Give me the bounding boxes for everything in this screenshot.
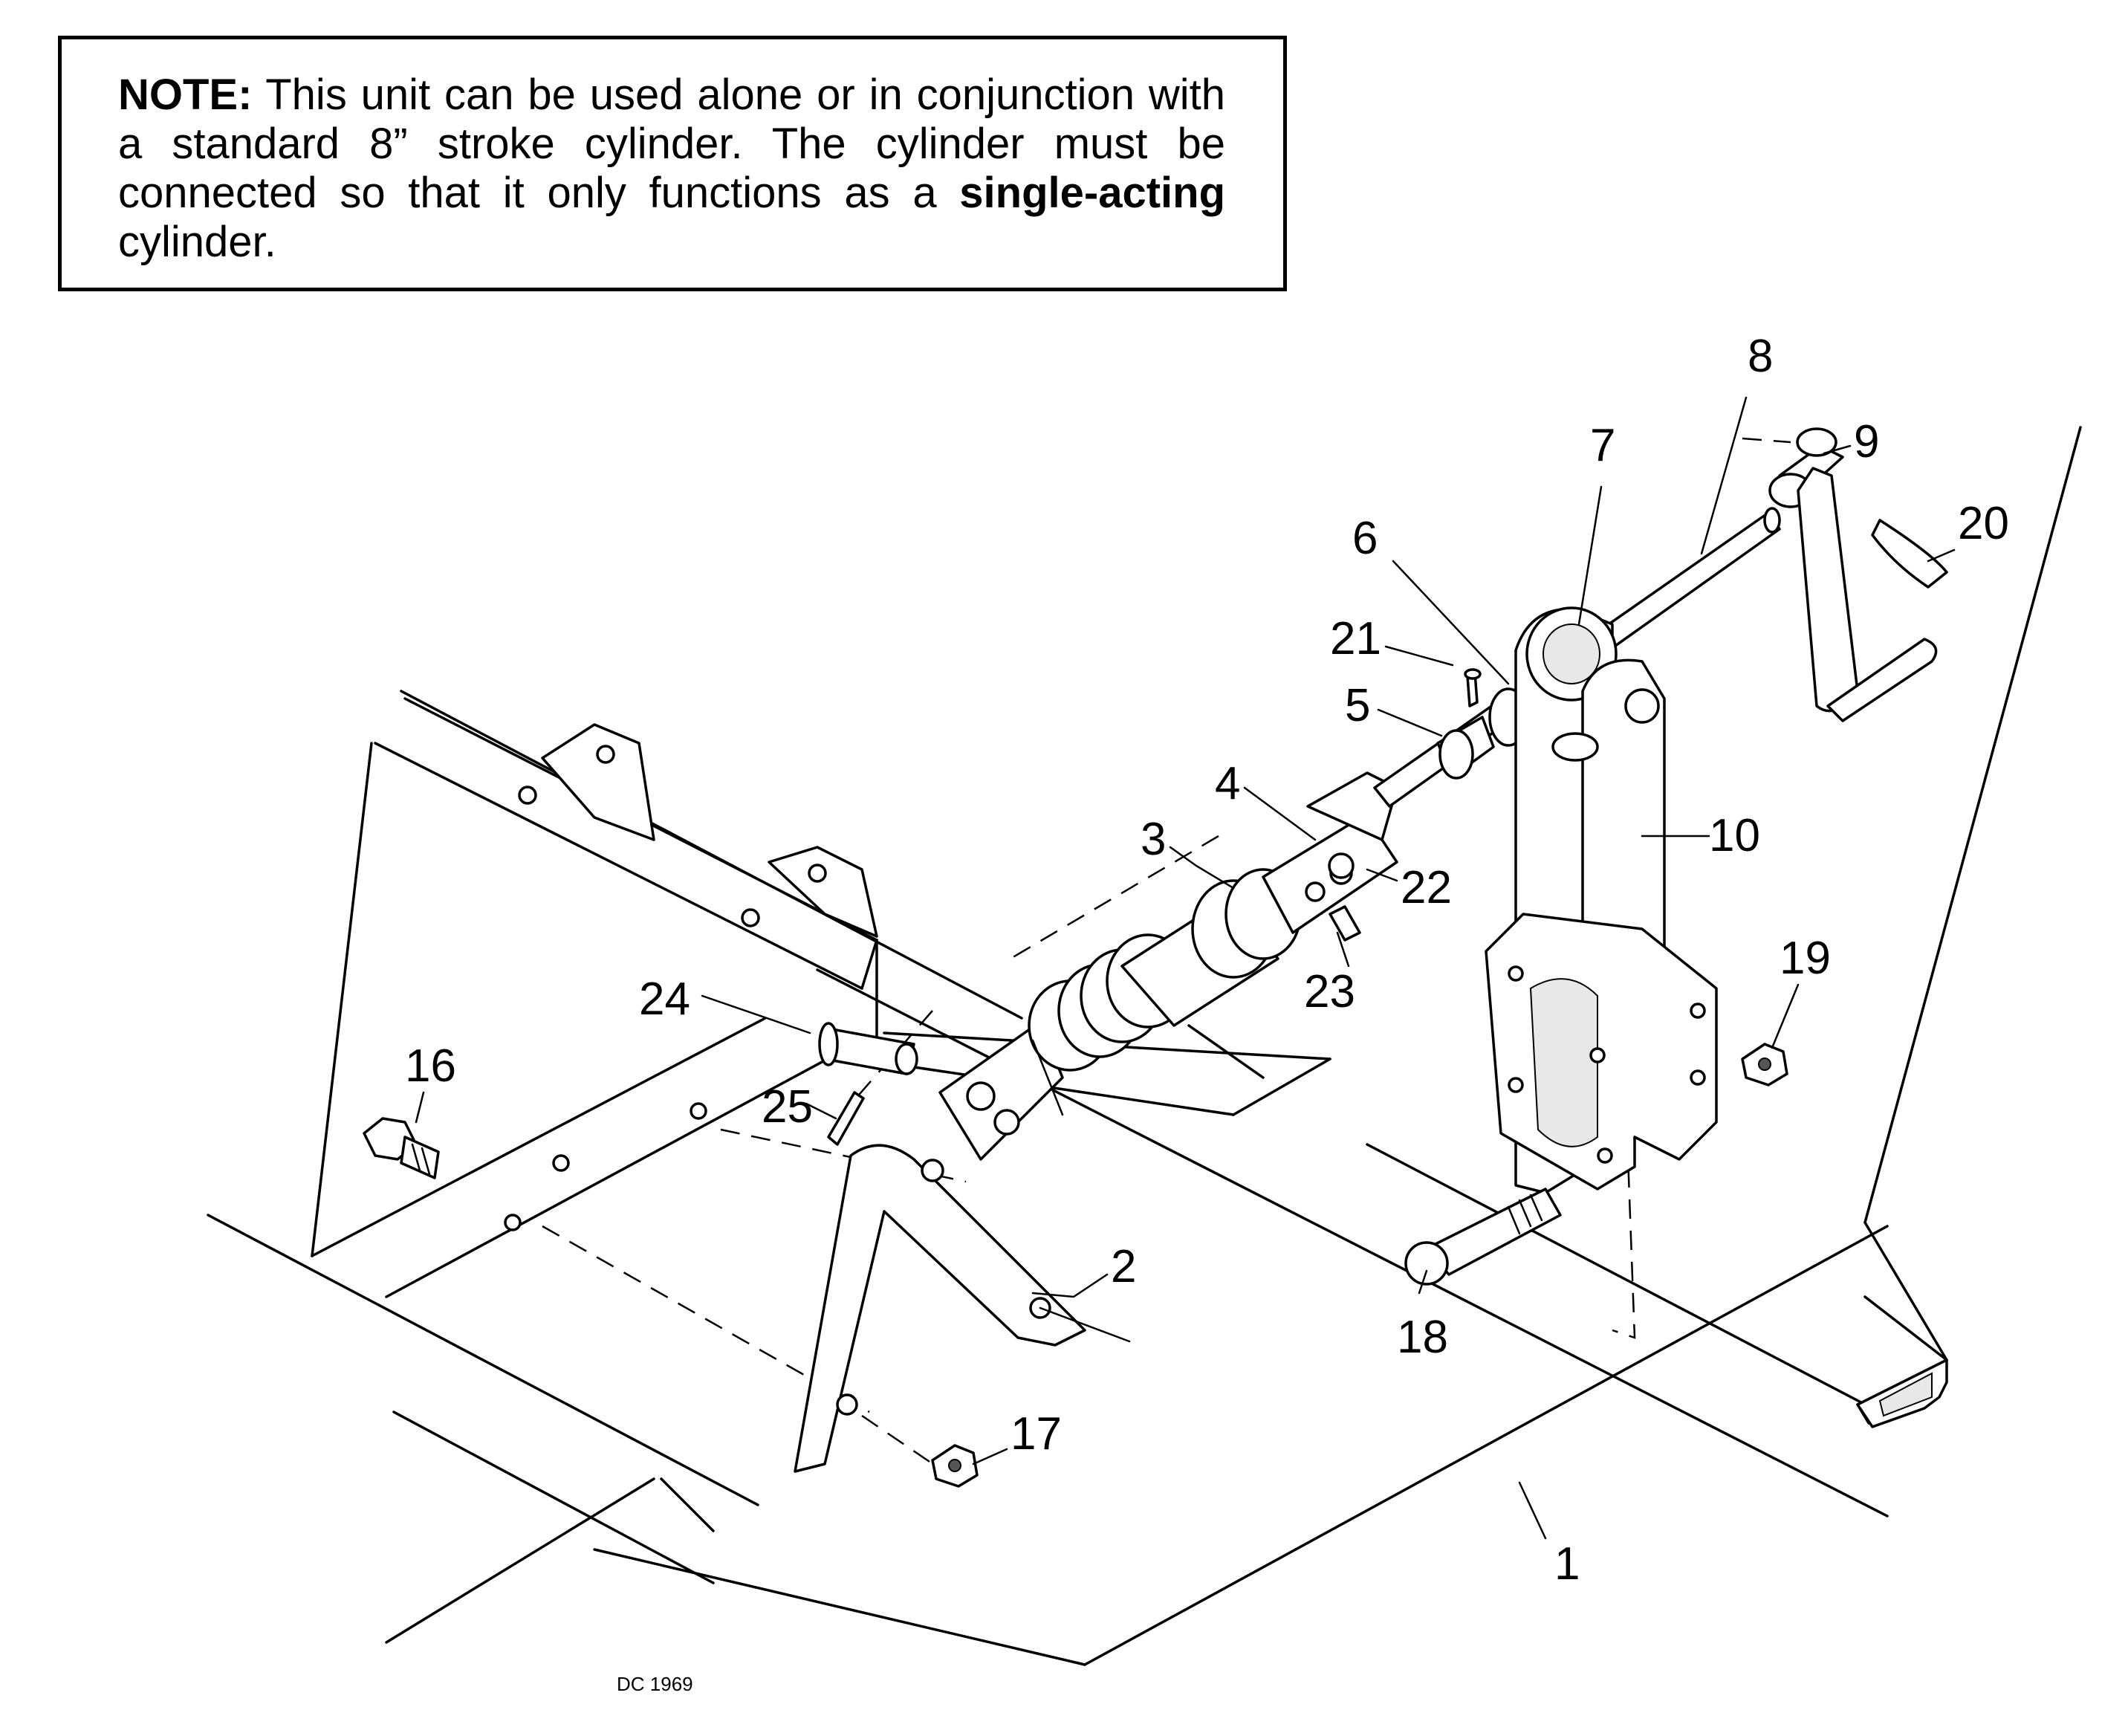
callout-6: 6 (1352, 513, 1378, 564)
note-text: NOTE: This unit can be used alone or in … (118, 71, 1225, 267)
callout-18: 18 (1397, 1312, 1448, 1363)
callout-17: 17 (1011, 1408, 1062, 1460)
outer-tube (1262, 771, 1398, 934)
callout-4: 4 (1215, 758, 1240, 809)
callout-5: 5 (1345, 680, 1370, 731)
callout-1: 1 (1554, 1538, 1580, 1590)
callout-8: 8 (1748, 331, 1773, 382)
drawing-code: DC 1969 (617, 1673, 693, 1695)
hardware (363, 852, 1788, 1488)
rod-cylinder-body (938, 868, 1302, 1161)
note-body-a: This unit can be used alone or in conjun… (118, 71, 1225, 217)
callout-25: 25 (762, 1081, 813, 1133)
leader-lines (415, 396, 1956, 1540)
callout-22: 22 (1401, 862, 1452, 913)
callout-21: 21 (1330, 613, 1381, 664)
callout-10: 10 (1709, 810, 1760, 861)
callout-3: 3 (1141, 814, 1166, 865)
callout-19: 19 (1780, 933, 1831, 984)
callout-2: 2 (1111, 1241, 1136, 1292)
callouts: 1 2 3 4 5 6 7 8 9 10 16 17 18 19 20 21 2… (405, 331, 2009, 1590)
callout-20: 20 (1958, 498, 2009, 549)
note-emphasis: single-acting (959, 169, 1225, 217)
callout-7: 7 (1590, 420, 1615, 471)
callout-24: 24 (639, 974, 690, 1025)
crank-handle (1768, 427, 1948, 722)
upright-arm (1485, 606, 1718, 1194)
callout-23: 23 (1304, 966, 1355, 1017)
callout-16: 16 (405, 1040, 456, 1092)
lower-mount-bracket (794, 1144, 1131, 1473)
note-body-b: cylinder. (118, 218, 276, 266)
frame-weldment (207, 426, 2082, 1666)
note-box: NOTE: This unit can be used alone or in … (58, 36, 1287, 291)
callout-9: 9 (1854, 416, 1879, 467)
note-label: NOTE: (118, 71, 253, 119)
